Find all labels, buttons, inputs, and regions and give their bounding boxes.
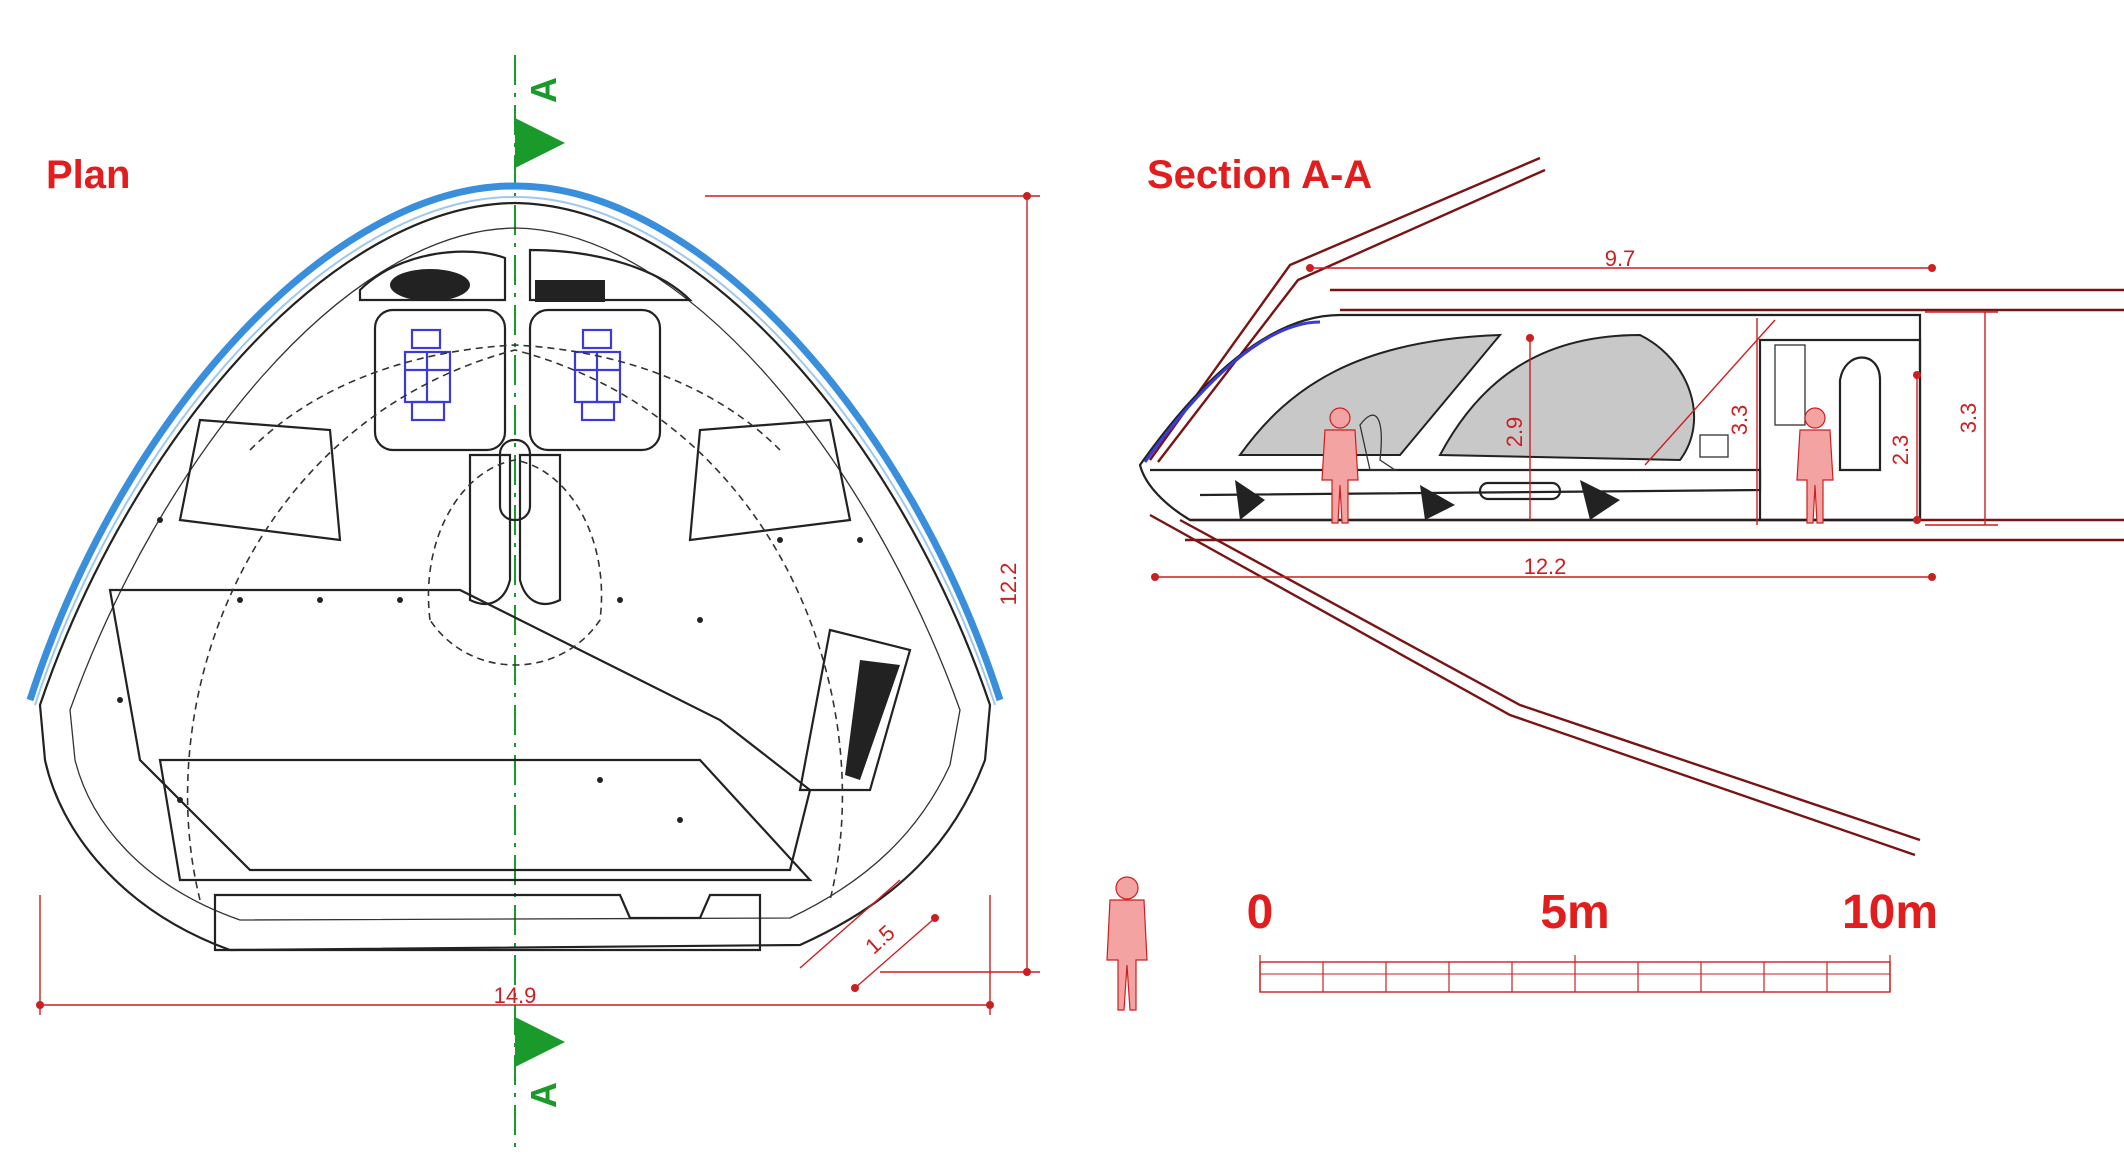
corner-edge-line (799, 879, 901, 969)
sensor-dome-left (390, 269, 470, 301)
canopy-glazing-rear (1438, 333, 1695, 462)
scale-label-10m: 10m (1842, 886, 1938, 939)
console-left-block (468, 453, 512, 606)
cockpit-right-bay (528, 248, 693, 302)
rivet-dots (117, 517, 863, 823)
seat-right (573, 328, 622, 422)
floor-spar-2 (1420, 485, 1455, 520)
corner-dimension-label: 1.5 (860, 920, 899, 959)
corner-tick-b (931, 914, 939, 922)
section-title: Section A-A (1147, 153, 1372, 197)
scale-figure-cabin (1321, 407, 1359, 524)
craft-skin-blue (1143, 320, 1321, 463)
rear-bay (213, 893, 762, 952)
right-height-a-tick-bottom (1913, 516, 1921, 524)
section-bottom-tick-right (1928, 573, 1936, 581)
section-top-tick-right (1928, 264, 1936, 272)
corner-tick-a (851, 984, 859, 992)
dashed-front-arc (249, 344, 781, 451)
plan-width-tick-right (986, 1001, 994, 1009)
right-height-b-label: 3.3 (1956, 403, 1981, 434)
dashed-envelope-outer (186, 349, 844, 901)
section-top-label: 9.7 (1605, 246, 1636, 271)
hangar-floor-line-outer (1149, 513, 1916, 857)
right-side-bay (688, 418, 852, 542)
cabin-height-label: 2.9 (1502, 417, 1527, 448)
floor-spar-1 (1235, 480, 1265, 520)
hangar-roof-line-inner (1157, 168, 1546, 463)
section-bottom-tick-left (1151, 573, 1159, 581)
rear-locker (1774, 344, 1806, 426)
inner-height-guide (1644, 319, 1776, 466)
section-bottom-label: 12.2 (1524, 554, 1567, 579)
right-hatch-fill (845, 660, 900, 780)
craft-section-body (1138, 313, 1922, 522)
outer-canopy-outline (26, 182, 1004, 702)
pilot-station-right (528, 308, 662, 452)
floor-panel-centre (158, 758, 813, 882)
section-view: Section A-A 9.7 12.2 (1138, 153, 2124, 857)
floor-spar-3 (1580, 480, 1620, 520)
scale-label-5m: 5m (1540, 886, 1609, 939)
canopy-glazing-front (1238, 333, 1503, 456)
sensor-panel-right (535, 280, 605, 302)
floor-panel-left (108, 588, 812, 872)
cabin-seat-section (1359, 414, 1398, 471)
outer-canopy-inner-line (34, 195, 996, 706)
pilot-station-left (373, 308, 507, 452)
dashed-central-volume (427, 459, 603, 666)
centre-console (498, 438, 532, 522)
plan-title: Plan (46, 153, 130, 197)
scale-bar: 0 5m 10m (1106, 876, 1938, 1011)
hover-pad (1478, 481, 1562, 501)
right-height-a-label: 2.3 (1888, 435, 1913, 466)
section-marker-bottom-arrow (515, 1017, 565, 1067)
plan-height-tick-top (1023, 192, 1031, 200)
section-marker-top-label: A (523, 77, 564, 103)
console-right-block (518, 453, 562, 606)
corner-dimension (854, 917, 936, 989)
section-top-tick-left (1306, 264, 1314, 272)
plan-view: Plan (26, 55, 1040, 1150)
right-height-a-tick-top (1913, 371, 1921, 379)
plan-height-label: 12.2 (996, 563, 1021, 606)
plan-width-tick-left (36, 1001, 44, 1009)
rear-door (1838, 356, 1882, 472)
left-side-bay (178, 418, 342, 542)
scale-label-0: 0 (1247, 886, 1274, 939)
right-hatch (798, 628, 912, 792)
scale-figure-legend (1106, 876, 1148, 1011)
section-marker-top-arrow (515, 118, 565, 168)
plan-height-tick-bottom (1023, 968, 1031, 976)
plan-width-label: 14.9 (494, 983, 537, 1008)
scale-bar-ticks (1259, 955, 1891, 992)
inner-height-label: 3.3 (1727, 405, 1752, 436)
cabin-height-tick-top (1526, 334, 1534, 342)
scale-figure-rear (1796, 407, 1834, 524)
hangar-floor-line-inner (1179, 518, 1921, 842)
section-marker-bottom-label: A (523, 1082, 564, 1108)
seat-left (403, 328, 452, 422)
control-box (1699, 434, 1729, 458)
cockpit-left-bay (358, 250, 507, 302)
plan-hull-outline (38, 201, 992, 952)
